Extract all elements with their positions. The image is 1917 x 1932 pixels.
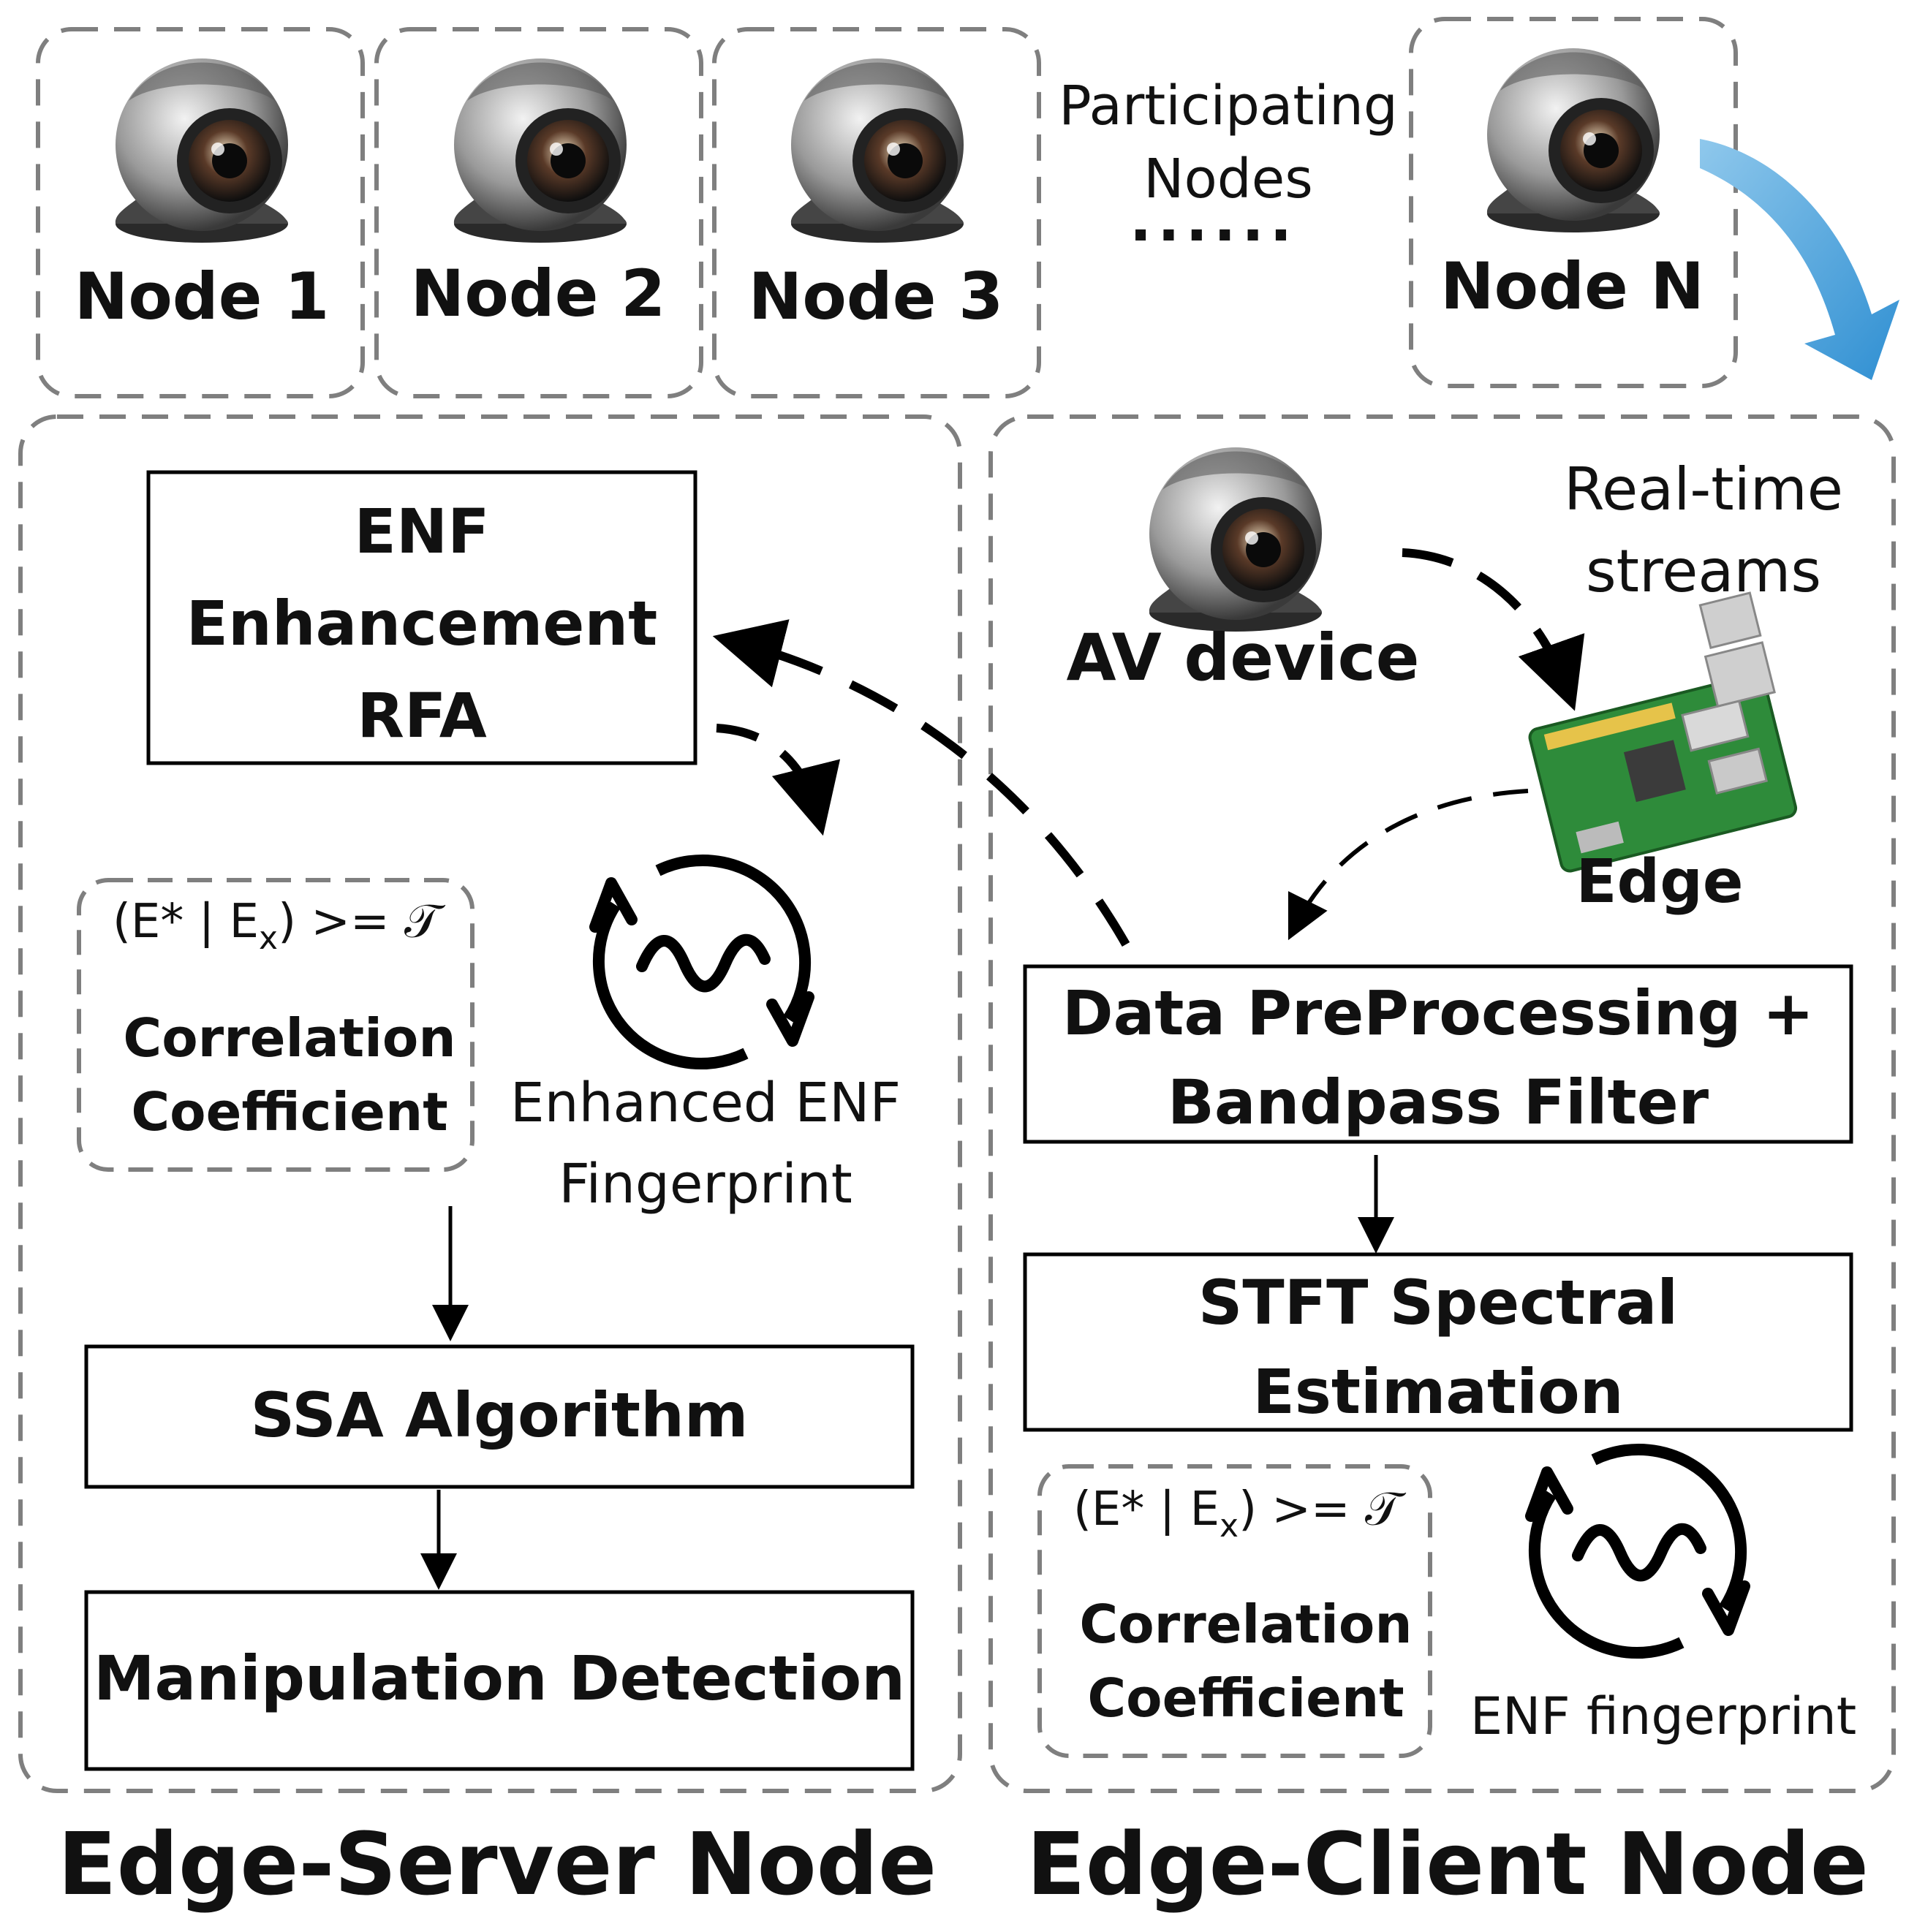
edge-client-panel [988,414,1896,1793]
client-fingerprint-label: ENF fingerprint [1470,1686,1857,1746]
node-ellipsis: ...... [1129,186,1298,254]
node-2-camera-icon [453,58,627,243]
server-condition-label: (E* | Ex) >= 𝒯 [112,895,441,957]
enhanced-fingerprint-label: Enhanced ENF Fingerprint [510,1072,901,1216]
client-condition-label: (E* | Ex) >= 𝒯 [1073,1482,1402,1545]
node-1-label: Node 1 [74,259,330,334]
edge-server-title: Edge-Server Node [57,1814,937,1914]
arrow-edge-to-preprocess [1288,789,1529,941]
ssa-algorithm-box [84,1344,915,1489]
client-correlation-label: Correlation Coefficient [1079,1594,1413,1729]
arrow-enf-to-fingerprint [716,724,841,836]
av-device-label: AV device [1066,620,1420,695]
client-fingerprint-cycle-icon [1531,1450,1744,1653]
client-boxes [1023,964,1853,1432]
node-3-label: Node 3 [748,259,1004,334]
stft-label: STFT Spectral Estimation [1198,1267,1679,1428]
stft-box [1023,1252,1853,1432]
enf-enhancement-label: ENF Enhancement RFA [186,496,658,751]
node-n-camera-icon [1486,48,1660,232]
participating-node-boxes [36,17,1738,398]
server-correlation-label: Correlation Coefficient [123,1007,456,1143]
node-3-camera-icon [790,58,964,243]
realtime-streams-label: Real-time streams [1563,455,1844,605]
manipulation-detection-label: Manipulation Detection [93,1643,906,1714]
participating-nodes-caption: Participating Nodes [1059,75,1398,211]
server-boxes [84,470,915,1771]
arrow-preprocess-to-enf [712,619,1130,947]
preprocess-label: Data PreProcessing + Bandpass Filter [1062,977,1815,1138]
blue-flow-arrow-icon [1700,139,1899,380]
node-1-camera-icon [115,58,289,243]
node-2-label: Node 2 [410,256,666,331]
preprocess-box [1023,964,1853,1144]
edge-label: Edge [1576,847,1744,917]
client-correlation-dashed-box [1037,1464,1432,1758]
enf-enhancement-box [146,470,697,765]
edge-server-panel [18,414,962,1793]
arrow-av-to-edge [1402,548,1585,711]
server-correlation-dashed-box [77,878,474,1172]
ssa-algorithm-label: SSA Algorithm [250,1379,749,1451]
av-device-camera-icon [1149,447,1322,632]
edge-board-icon [1528,591,1798,873]
node-n-label: Node N [1440,249,1705,324]
manipulation-detection-box [84,1590,915,1771]
server-fingerprint-cycle-icon [595,860,809,1064]
edge-client-title: Edge-Client Node [1026,1814,1869,1914]
main-panels [18,414,1896,1793]
